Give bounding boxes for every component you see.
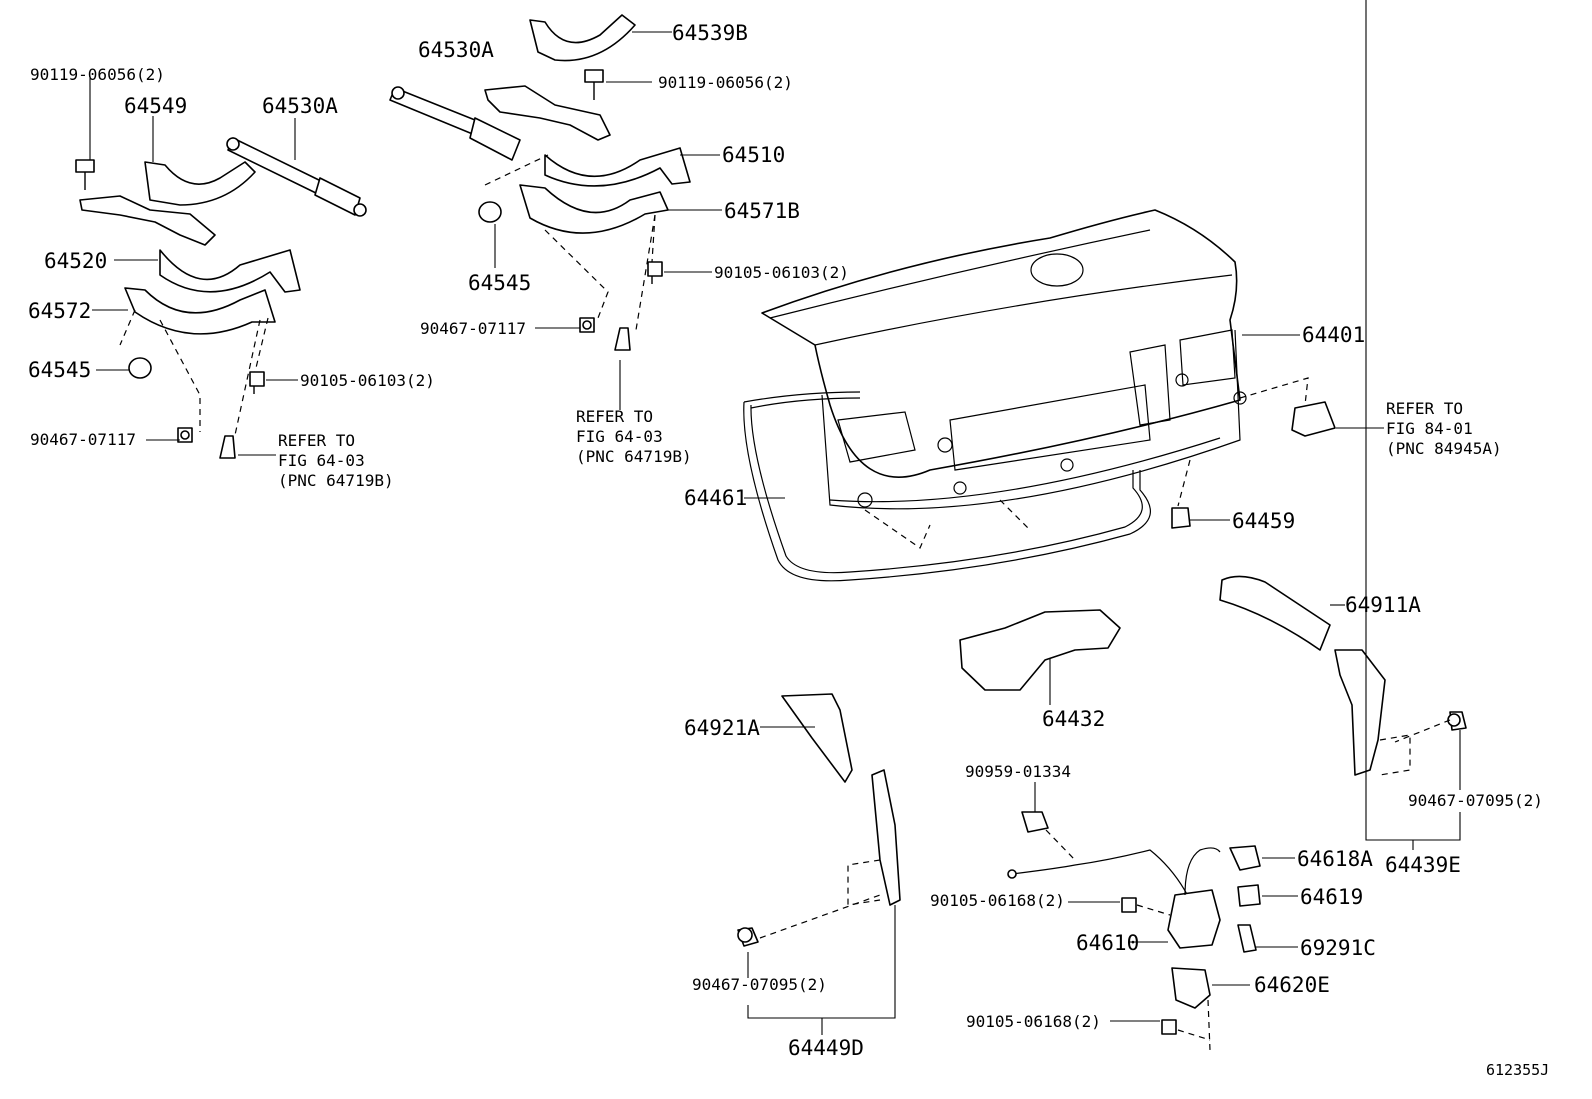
- stopper-64459[interactable]: [1171, 507, 1191, 529]
- label-64610: 64610: [1076, 931, 1139, 955]
- label-64545-left: 64545: [28, 358, 91, 382]
- ref-left-line1: REFER TO: [278, 431, 355, 450]
- label-64449D: 64449D: [788, 1036, 864, 1060]
- label-90467-left: 90467-07117: [30, 430, 136, 449]
- gas-strut-64530A-center[interactable]: [389, 86, 521, 161]
- pin-64719B-left[interactable]: [219, 435, 236, 459]
- ref-center-line2: FIG 64-03: [576, 427, 663, 446]
- label-90105-center: 90105-06103(2): [714, 263, 849, 282]
- trunk-lid-64401[interactable]: [761, 209, 1247, 510]
- lock-cable[interactable]: [1007, 849, 1191, 901]
- label-64539B: 64539B: [672, 21, 748, 45]
- trim-64921A[interactable]: [781, 693, 853, 783]
- reference-notes: REFER TO FIG 64-03 (PNC 64719B) REFER TO…: [278, 399, 1502, 490]
- clip-90467-center[interactable]: [579, 317, 595, 333]
- ref-right-line3: (PNC 84945A): [1386, 439, 1502, 458]
- hinge-base-64510[interactable]: [484, 85, 691, 187]
- hinge-arm-64572[interactable]: [124, 287, 276, 335]
- leader-lines: [89, 0, 1461, 1035]
- figure-number: 612355J: [1486, 1061, 1549, 1079]
- label-90467-right: 90467-07095(2): [1408, 791, 1543, 810]
- hinge-bracket-64539B[interactable]: [529, 14, 636, 62]
- ref-left-line3: (PNC 64719B): [278, 471, 394, 490]
- label-64921A: 64921A: [684, 716, 760, 740]
- bolt-90105-center[interactable]: [647, 261, 663, 284]
- label-90119-top: 90119-06056(2): [658, 73, 793, 92]
- connector-84945A[interactable]: [1291, 401, 1336, 437]
- label-64530A-left: 64530A: [262, 94, 338, 118]
- ref-left-line2: FIG 64-03: [278, 451, 365, 470]
- hinge-base-64520[interactable]: [79, 195, 301, 293]
- clip-90467-bottom[interactable]: [737, 927, 759, 947]
- label-64461: 64461: [684, 486, 747, 510]
- label-90467-center: 90467-07117: [420, 319, 526, 338]
- label-64620E: 64620E: [1254, 973, 1330, 997]
- label-64439E: 64439E: [1385, 853, 1461, 877]
- dashed-assembly-lines: [119, 154, 1451, 1051]
- bolt-90119-left[interactable]: [75, 159, 95, 190]
- hinge-arm-64571B[interactable]: [519, 184, 669, 234]
- label-64571B: 64571B: [724, 199, 800, 223]
- label-90119-left: 90119-06056(2): [30, 65, 165, 84]
- label-64510: 64510: [722, 143, 785, 167]
- label-64459: 64459: [1232, 509, 1295, 533]
- cover-64618A[interactable]: [1229, 845, 1261, 871]
- label-90467-bottom: 90467-07095(2): [692, 975, 827, 994]
- ref-center-line1: REFER TO: [576, 407, 653, 426]
- bolt-90105-left[interactable]: [249, 371, 265, 394]
- label-90105-left: 90105-06103(2): [300, 371, 435, 390]
- label-64520: 64520: [44, 249, 107, 273]
- bolt-90119-center[interactable]: [584, 69, 604, 100]
- clip-90467-left[interactable]: [177, 427, 193, 443]
- label-90105-06168-a: 90105-06168(2): [930, 891, 1065, 910]
- bolt-90105-06168-a[interactable]: [1121, 897, 1137, 913]
- gas-strut-64530A-left[interactable]: [226, 137, 367, 217]
- label-64911A: 64911A: [1345, 593, 1421, 617]
- part-labels: 64539B 90119-06056(2) 64530A 90119-06056…: [28, 21, 1543, 1060]
- label-64618A: 64618A: [1297, 847, 1373, 871]
- label-64401: 64401: [1302, 323, 1365, 347]
- ref-right-line2: FIG 84-01: [1386, 419, 1473, 438]
- label-69291C: 69291C: [1300, 936, 1376, 960]
- bumper-64545-center[interactable]: [478, 201, 502, 223]
- label-64545-center: 64545: [468, 271, 531, 295]
- lock-striker-trim-64432[interactable]: [959, 609, 1121, 691]
- label-64572: 64572: [28, 299, 91, 323]
- pin-64719B-center[interactable]: [614, 327, 631, 351]
- striker-64620E[interactable]: [1171, 967, 1211, 1009]
- cover-69291C[interactable]: [1237, 924, 1257, 953]
- label-90959: 90959-01334: [965, 762, 1071, 781]
- label-64530A-center: 64530A: [418, 38, 494, 62]
- label-64432: 64432: [1042, 707, 1105, 731]
- clip-90467-right[interactable]: [1447, 711, 1467, 731]
- label-64549: 64549: [124, 94, 187, 118]
- side-trim-64439E[interactable]: [1334, 649, 1386, 776]
- garnish-64911A[interactable]: [1219, 575, 1331, 651]
- bumper-64545-left[interactable]: [128, 357, 152, 379]
- bolt-90105-06168-b[interactable]: [1161, 1019, 1177, 1035]
- cover-64619[interactable]: [1237, 884, 1261, 907]
- hinge-bracket-64549[interactable]: [144, 161, 256, 206]
- label-64619: 64619: [1300, 885, 1363, 909]
- bracket-90959[interactable]: [1021, 811, 1049, 833]
- lock-64610[interactable]: [1167, 847, 1221, 949]
- ref-center-line3: (PNC 64719B): [576, 447, 692, 466]
- weatherstrip-64461[interactable]: [743, 391, 1151, 582]
- ref-right-line1: REFER TO: [1386, 399, 1463, 418]
- side-trim-64449D[interactable]: [871, 769, 901, 906]
- label-90105-06168-b: 90105-06168(2): [966, 1012, 1101, 1031]
